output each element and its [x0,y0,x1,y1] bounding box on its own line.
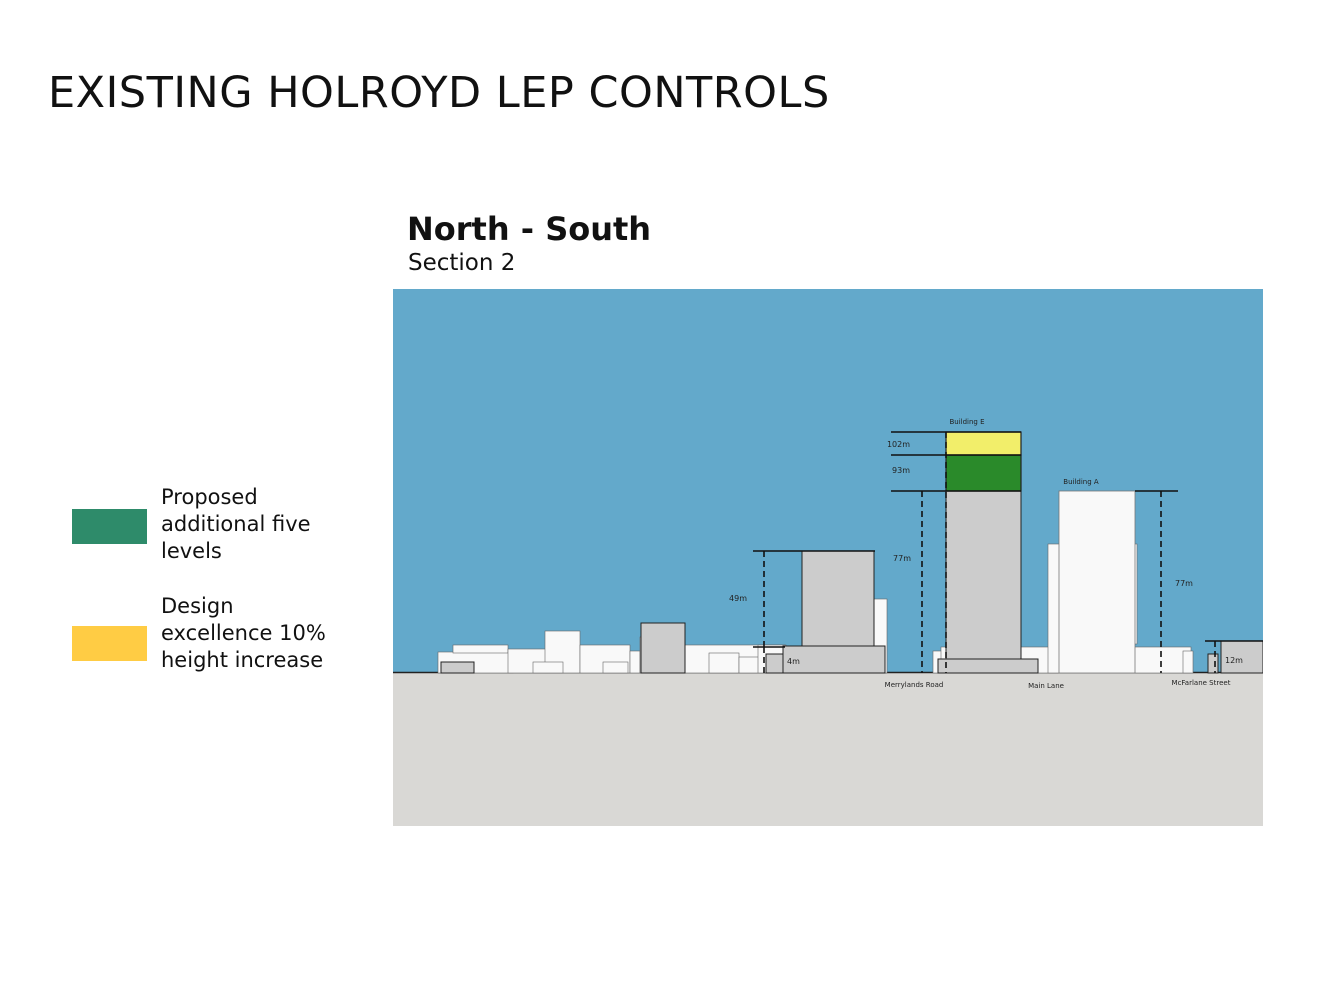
additional-five-levels [945,454,1022,492]
height-label-77m-a: 77m [1175,579,1193,588]
legend-label: Proposed additional five levels [161,485,311,563]
street-label-merrylands: Merrylands Road [885,681,944,689]
section-heading: North - South [407,210,652,248]
design-excellence-increase [945,431,1022,456]
legend-swatch-green [72,509,147,544]
section-diagram: Building E Building A 102m 93m 77m 49m 4… [393,289,1264,826]
height-label-102m: 102m [887,440,910,449]
height-label-49m: 49m [729,594,747,603]
height-label-12m: 12m [1225,656,1243,665]
ground [393,673,1263,826]
legend-swatch-yellow [72,626,147,661]
section-subheading: Section 2 [408,250,516,276]
street-label-mcfarlane: McFarlane Street [1172,679,1231,687]
legend-label: Design excellence 10% height increase [161,594,326,672]
building-a [1058,490,1136,674]
page-title: EXISTING HOLROYD LEP CONTROLS [48,68,830,118]
building-a-label: Building A [1063,478,1099,486]
street-label-main-lane: Main Lane [1028,682,1064,690]
height-label-77m-e: 77m [893,554,911,563]
height-label-4m: 4m [787,657,800,666]
height-label-93m: 93m [892,466,910,475]
building-e-label: Building E [949,418,984,426]
dimension-lines [763,432,1216,673]
